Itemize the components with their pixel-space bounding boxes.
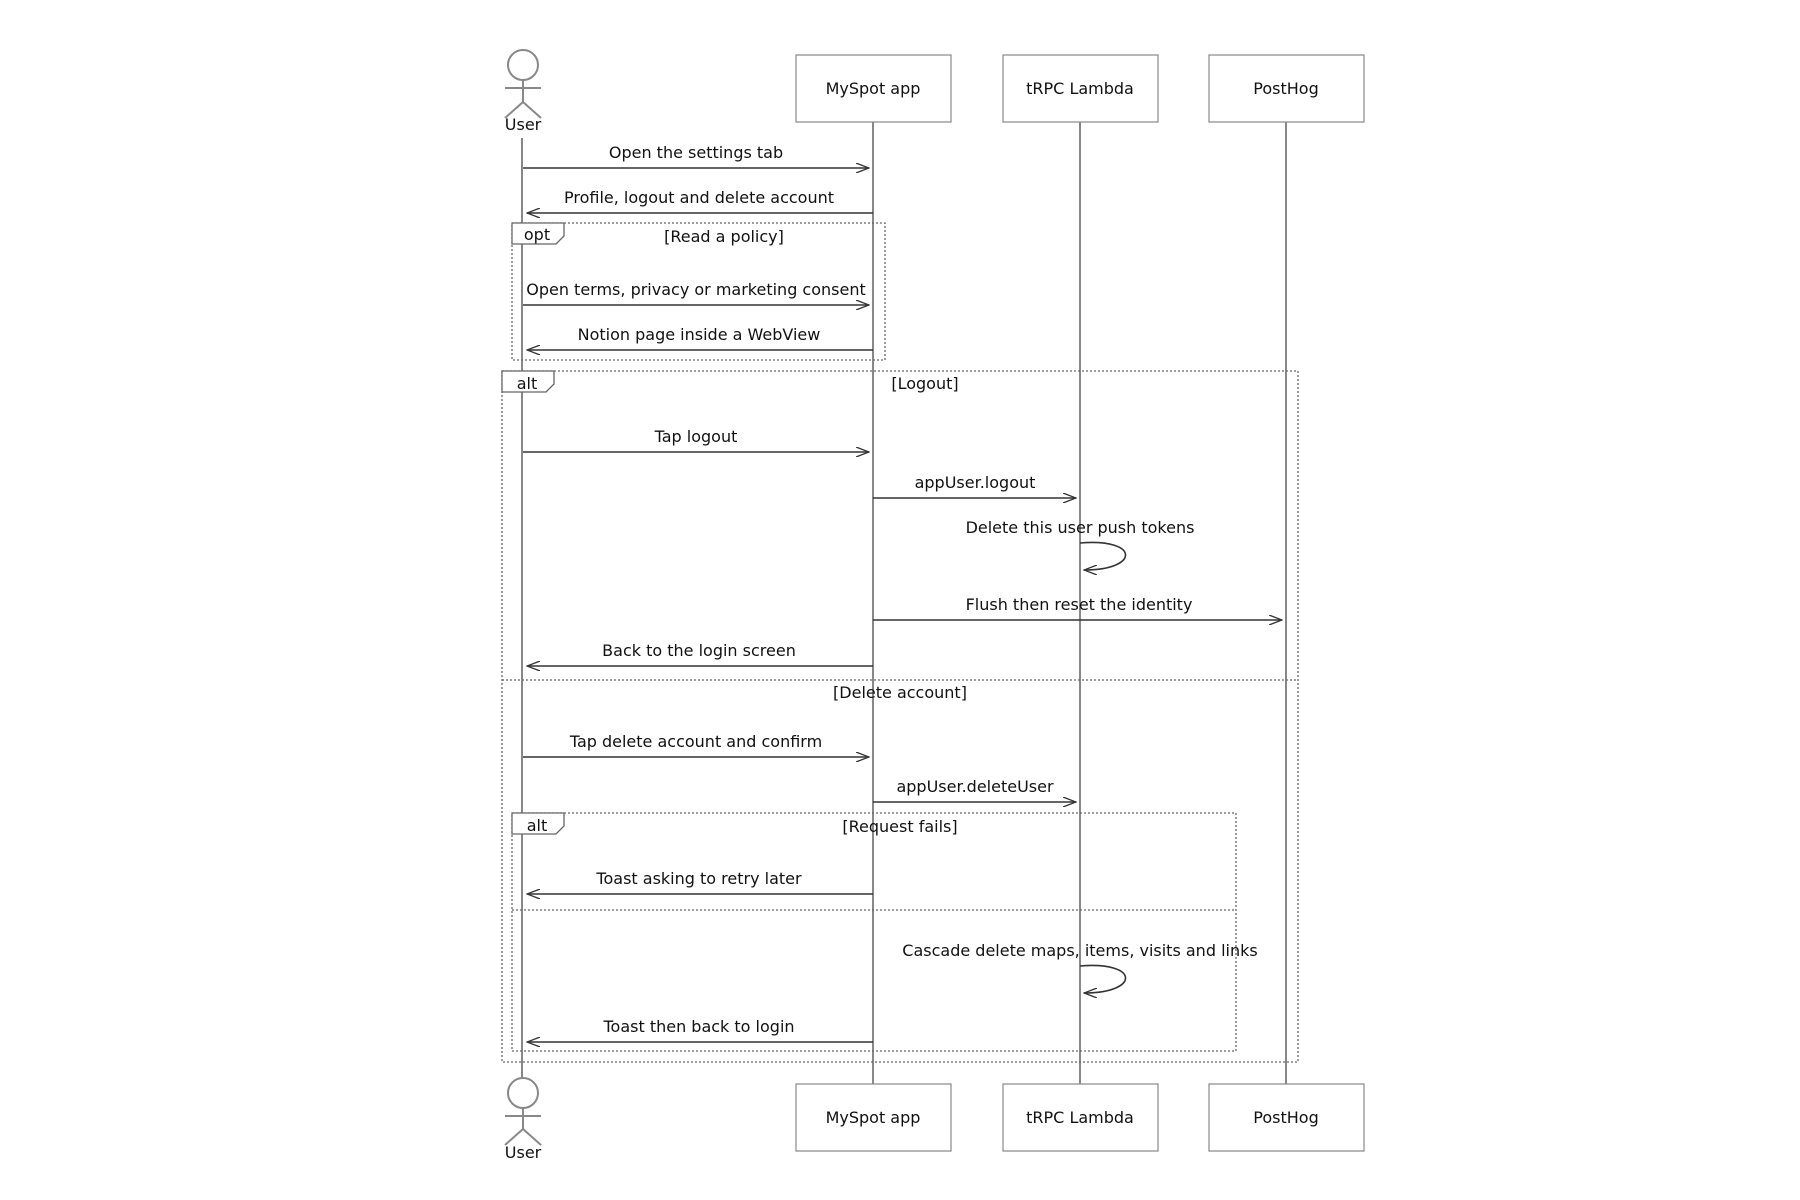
message-toast-retry-later: Toast asking to retry later: [527, 869, 873, 894]
opt-frame: opt [Read a policy]: [511, 222, 886, 361]
message-profile-options: Profile, logout and delete account: [527, 188, 873, 213]
alt-delete-account-condition: [Delete account]: [833, 683, 967, 702]
participant-lambda-bottom-label: tRPC Lambda: [1026, 1108, 1134, 1127]
participant-app-bottom: MySpot app: [795, 1083, 952, 1152]
alt-request-fails-frame: alt [Request fails]: [511, 812, 1237, 1052]
participant-posthog-top: PostHog: [1208, 54, 1365, 123]
message-tap-delete-account: Tap delete account and confirm: [523, 732, 869, 757]
message-tap-logout-label: Tap logout: [654, 427, 738, 446]
message-cascade-delete-label: Cascade delete maps, items, visits and l…: [902, 941, 1257, 960]
alt-request-fails-frame-label: alt: [527, 816, 548, 835]
alt-logout-frame-condition: [Logout]: [891, 374, 958, 393]
message-notion-webview: Notion page inside a WebView: [527, 325, 873, 350]
participant-lambda-bottom: tRPC Lambda: [1002, 1083, 1159, 1152]
actor-user-bottom: User: [504, 1077, 542, 1162]
message-app-user-delete-user: appUser.deleteUser: [873, 777, 1076, 802]
actor-user-top: User: [504, 49, 542, 134]
alt-logout-frame-label: alt: [517, 374, 538, 393]
actor-user-top-label: User: [505, 115, 542, 134]
alt-logout-frame: alt [Logout] [Delete account]: [501, 370, 1299, 1063]
message-toast-back-to-login: Toast then back to login: [527, 1017, 873, 1042]
message-delete-push-tokens-label: Delete this user push tokens: [966, 518, 1195, 537]
message-open-policy: Open terms, privacy or marketing consent: [523, 280, 869, 305]
participant-app-top: MySpot app: [795, 54, 952, 123]
message-delete-push-tokens: Delete this user push tokens: [966, 518, 1195, 570]
message-open-settings: Open the settings tab: [523, 143, 869, 168]
message-toast-retry-later-label: Toast asking to retry later: [595, 869, 802, 888]
message-app-user-logout: appUser.logout: [873, 473, 1076, 498]
message-tap-logout: Tap logout: [523, 427, 869, 452]
participant-posthog-bottom: PostHog: [1208, 1083, 1365, 1152]
participant-app-bottom-label: MySpot app: [826, 1108, 921, 1127]
participant-app-top-label: MySpot app: [826, 79, 921, 98]
participant-lambda-top-label: tRPC Lambda: [1026, 79, 1134, 98]
message-open-settings-label: Open the settings tab: [609, 143, 783, 162]
participant-posthog-top-label: PostHog: [1253, 79, 1318, 98]
participant-lambda-top: tRPC Lambda: [1002, 54, 1159, 123]
message-app-user-logout-label: appUser.logout: [915, 473, 1036, 492]
message-notion-webview-label: Notion page inside a WebView: [578, 325, 821, 344]
message-toast-back-to-login-label: Toast then back to login: [602, 1017, 794, 1036]
message-flush-reset-identity-label: Flush then reset the identity: [966, 595, 1193, 614]
actor-user-bottom-label: User: [505, 1143, 542, 1162]
message-open-policy-label: Open terms, privacy or marketing consent: [526, 280, 866, 299]
message-app-user-delete-user-label: appUser.deleteUser: [896, 777, 1054, 796]
message-flush-reset-identity: Flush then reset the identity: [873, 595, 1282, 620]
message-tap-delete-account-label: Tap delete account and confirm: [569, 732, 822, 751]
message-back-to-login-label: Back to the login screen: [602, 641, 796, 660]
participant-posthog-bottom-label: PostHog: [1253, 1108, 1318, 1127]
opt-frame-condition: [Read a policy]: [664, 227, 784, 246]
message-back-to-login: Back to the login screen: [527, 641, 873, 666]
alt-request-fails-frame-condition: [Request fails]: [842, 817, 957, 836]
opt-frame-label: opt: [524, 225, 550, 244]
message-profile-options-label: Profile, logout and delete account: [564, 188, 834, 207]
message-cascade-delete: Cascade delete maps, items, visits and l…: [902, 941, 1258, 993]
